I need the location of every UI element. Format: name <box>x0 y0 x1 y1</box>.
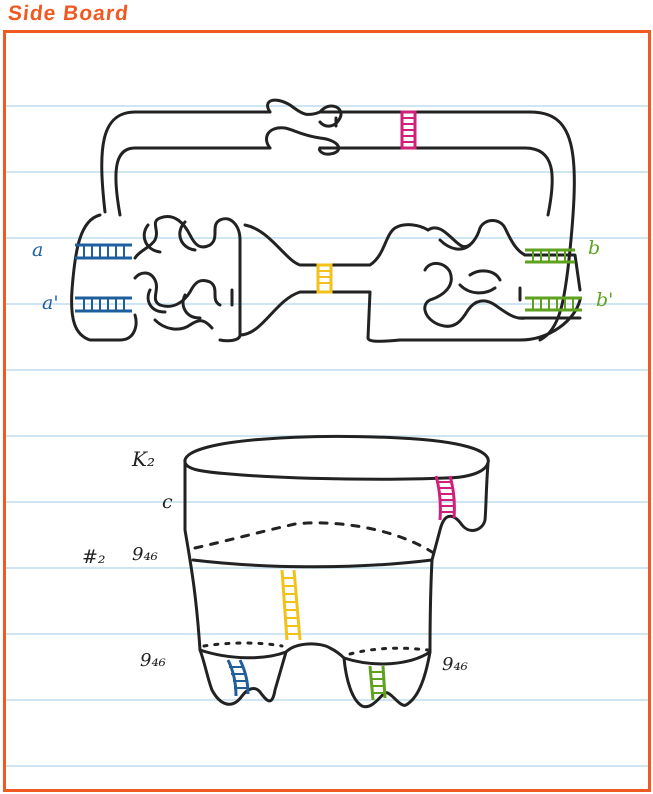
center-upper-arc <box>245 225 428 265</box>
crotch-arc <box>286 644 344 658</box>
mid-section-back <box>195 523 432 552</box>
right-clasp-row-2 <box>425 263 525 326</box>
label-b: b <box>588 237 600 259</box>
label-q46-left: 9₄₆ <box>140 650 166 671</box>
label-q46-right: 9₄₆ <box>442 654 468 675</box>
left-clasp-row-1 <box>135 216 240 340</box>
top-ellipse <box>185 436 488 479</box>
green-band-b-prime <box>525 298 582 310</box>
top-band-diagram <box>72 100 580 341</box>
blue-band-a <box>75 245 132 258</box>
blue-band-a-prime <box>75 298 132 311</box>
label-c: c <box>162 491 173 513</box>
top-clasp <box>266 100 340 154</box>
label-b-prime: b' <box>596 289 613 311</box>
label-connect-sum: #₂ <box>82 546 106 568</box>
lower-section-front <box>200 650 430 664</box>
inner-loop-strand <box>116 148 552 215</box>
label-q46-mid: 9₄₆ <box>132 544 158 565</box>
left-wall <box>185 460 200 650</box>
bottom-bands <box>228 476 454 700</box>
right-clasp-row-1 <box>428 221 525 256</box>
label-k2: K₂ <box>131 447 155 471</box>
yellow-band <box>318 265 331 292</box>
yellow-band-bottom <box>282 570 300 640</box>
label-a-prime: a' <box>42 292 59 314</box>
mid-section-front <box>193 560 432 567</box>
label-a: a <box>32 239 43 261</box>
top-bands <box>75 112 582 311</box>
left-body-outline <box>72 215 136 340</box>
magenta-band-bottom <box>436 476 454 520</box>
center-lower-arc <box>240 292 400 341</box>
magenta-band <box>402 112 415 148</box>
